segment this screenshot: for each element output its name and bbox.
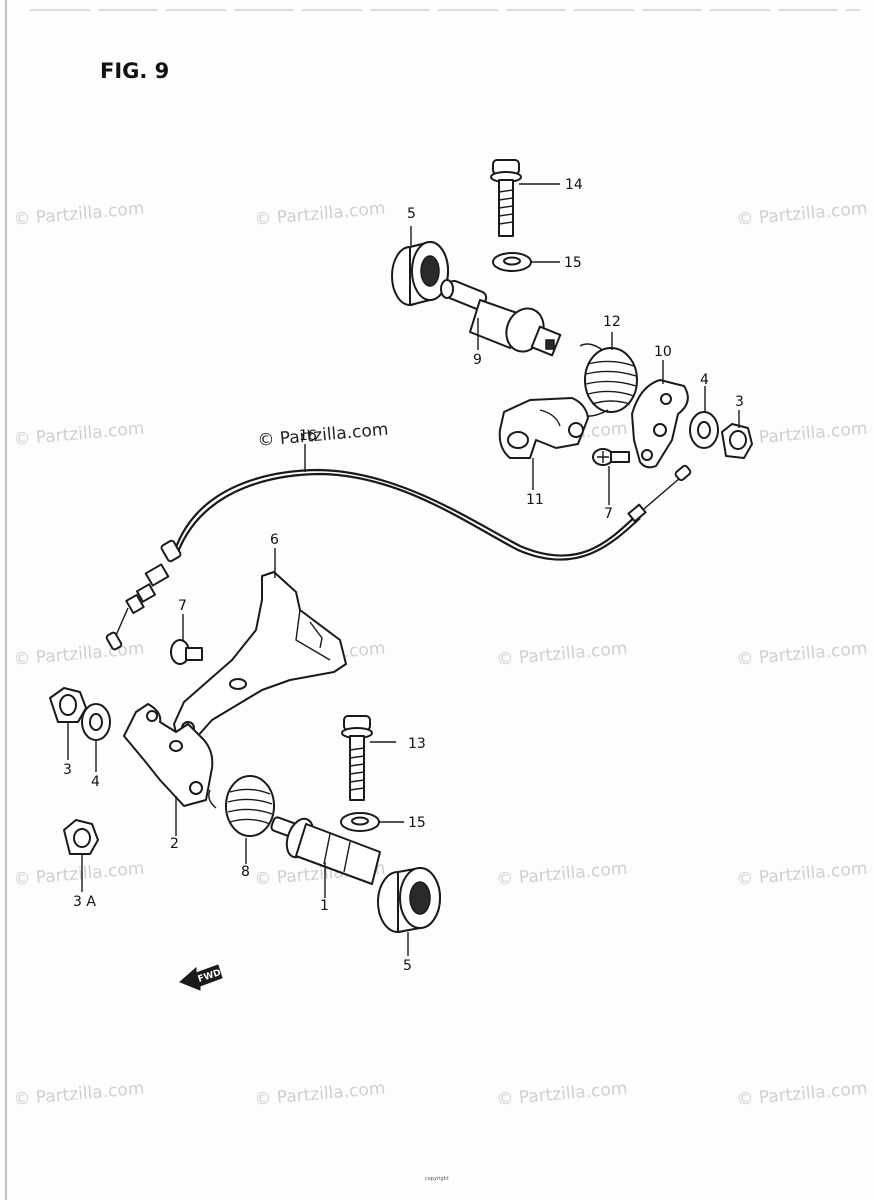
nut-3	[49, 687, 87, 723]
washer-4-top	[689, 411, 719, 449]
leader-lines	[67, 183, 740, 956]
callout-3a: 3 A	[73, 894, 96, 910]
callout-4: 4	[91, 774, 100, 790]
callout-2: 2	[170, 836, 179, 852]
callout-11: 11	[526, 492, 544, 508]
watermark-text: © Partzilla.com	[13, 859, 145, 890]
watermark-text: © Partzilla.com	[496, 1079, 628, 1110]
watermark-text: © Partzilla.com	[13, 419, 145, 450]
nut-3-top	[721, 423, 753, 459]
figure-title: FIG. 9	[100, 59, 169, 83]
watermark-text: © Partzilla.com	[736, 199, 868, 230]
callout-3: 3	[63, 762, 72, 778]
lever-2	[123, 703, 214, 807]
watermark-text: © Partzilla.com	[13, 639, 145, 670]
bearing-5-top	[391, 241, 449, 306]
screw-7-left	[170, 639, 203, 665]
screw-7-right	[592, 448, 630, 466]
callout-4-top: 4	[700, 372, 709, 388]
watermark-text: © Partzilla.com	[736, 1079, 868, 1110]
shaft-1	[270, 816, 381, 885]
bolt-14	[490, 159, 522, 237]
callout-7-right: 7	[604, 506, 613, 522]
callout-16: 16	[299, 428, 317, 444]
watermark-text: © Partzilla.com	[254, 199, 386, 230]
callout-14: 14	[565, 177, 583, 193]
watermark-grid: © Partzilla.com © Partzilla.com © Partzi…	[13, 199, 868, 1110]
watermark-text: © Partzilla.com	[736, 419, 868, 450]
bolt-13	[341, 715, 373, 801]
shaft-9	[440, 279, 562, 357]
callout-5-bottom: 5	[403, 958, 412, 974]
watermark-text: © Partzilla.com	[13, 1079, 145, 1110]
callout-10: 10	[654, 344, 672, 360]
washer-4	[81, 703, 111, 741]
watermark-text: © Partzilla.com	[736, 639, 868, 670]
callout-7-left: 7	[178, 598, 187, 614]
watermark-text: © Partzilla.com	[736, 859, 868, 890]
spring-12	[577, 343, 638, 417]
throttle-cable-16	[105, 464, 692, 651]
watermark-text: © Partzilla.com	[496, 859, 628, 890]
bearing-5-bottom	[377, 867, 441, 933]
washer-15-top	[492, 252, 532, 272]
spring-8	[208, 775, 275, 837]
bracket-11	[498, 397, 589, 459]
watermark-text: © Partzilla.com	[496, 639, 628, 670]
callout-12: 12	[603, 314, 621, 330]
footer-text: copyright	[425, 1176, 449, 1182]
callout-8: 8	[241, 864, 250, 880]
callout-15-top: 15	[564, 255, 582, 271]
callout-5-top: 5	[407, 206, 416, 222]
washer-15-bottom	[340, 812, 380, 832]
watermark-main: © Partzilla.com	[257, 420, 389, 451]
callout-1: 1	[320, 898, 329, 914]
watermark-text: © Partzilla.com	[13, 199, 145, 230]
callout-15-bottom: 15	[408, 815, 426, 831]
callout-6: 6	[270, 532, 279, 548]
forward-direction-arrow: FWD	[179, 964, 223, 991]
bracket-6	[173, 571, 347, 743]
nut-3a	[63, 819, 99, 855]
watermark-text: © Partzilla.com	[254, 1079, 386, 1110]
callout-13: 13	[408, 736, 426, 752]
callout-9: 9	[473, 352, 482, 368]
callout-3-top: 3	[735, 394, 744, 410]
lever-plate-10	[631, 379, 689, 469]
